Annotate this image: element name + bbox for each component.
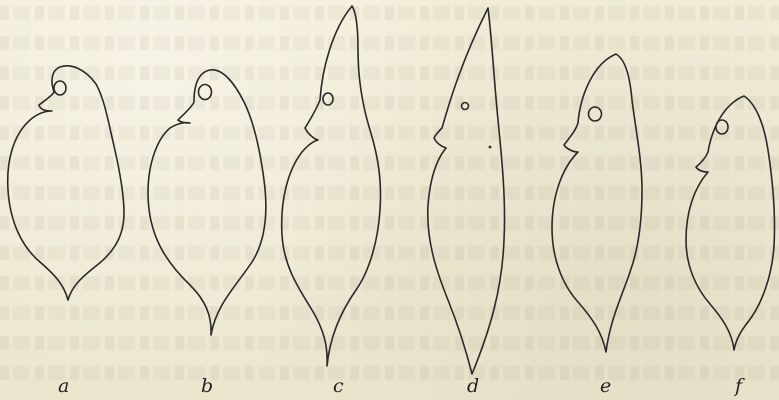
specimen-f-outline: [686, 96, 775, 350]
specimen-f-eye: [716, 120, 728, 134]
caption-e: e: [600, 375, 611, 397]
caption-d: d: [467, 375, 479, 397]
specimen-b: [148, 70, 266, 335]
specimen-c-outline: [282, 6, 381, 366]
specimen-b-outline: [148, 70, 266, 335]
specimen-e-eye: [589, 107, 602, 121]
specimen-b-eye: [199, 85, 212, 100]
specimen-a: [8, 66, 124, 300]
specimen-d-dot: [489, 146, 492, 149]
specimen-a-eye: [54, 81, 66, 95]
specimen-e: [552, 54, 642, 352]
specimen-d-outline: [428, 8, 505, 374]
caption-a: a: [58, 375, 69, 397]
specimen-c-eye: [323, 93, 333, 105]
specimen-d: [428, 8, 505, 374]
specimen-c: [282, 6, 381, 366]
caption-c: c: [333, 375, 344, 397]
caption-b: b: [201, 375, 213, 397]
caption-f: f: [733, 375, 745, 397]
specimen-a-outline: [8, 66, 124, 300]
specimen-d-eye: [462, 103, 469, 110]
specimen-e-outline: [552, 54, 642, 352]
specimen-f: [686, 96, 775, 350]
